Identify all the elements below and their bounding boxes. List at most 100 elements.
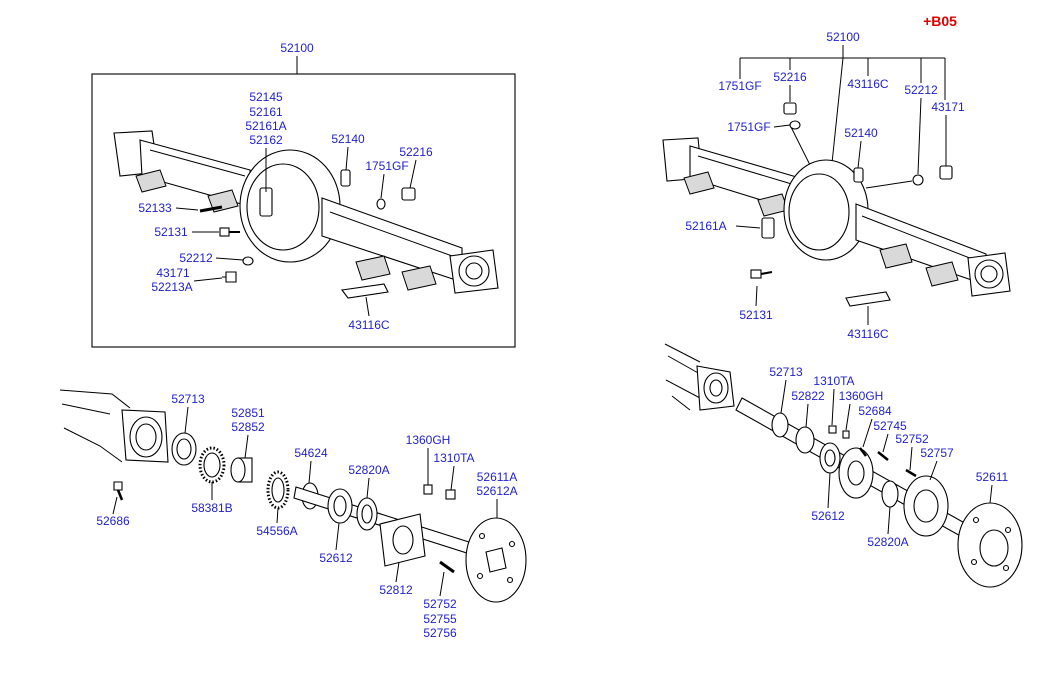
housing-part-label: 52212 [179, 251, 213, 265]
leader-line [917, 97, 922, 175]
leader-line [395, 561, 400, 583]
leader-line [755, 285, 758, 307]
leader-line [450, 465, 455, 491]
breather-valve [853, 167, 864, 183]
housing-part-label: 52216 [773, 70, 807, 84]
drain-plug [222, 271, 237, 283]
leader-line [887, 506, 891, 535]
toothed-washer [271, 477, 285, 503]
spring-seat-left-outer [683, 171, 715, 195]
tube-contour [149, 149, 246, 177]
leader-line [112, 496, 118, 515]
flange-stud-hole [476, 572, 484, 580]
flange-bore [974, 259, 1004, 289]
leader-line [366, 477, 370, 499]
bearing-case-bore [392, 525, 414, 555]
housing-end-bore [703, 372, 729, 404]
bolt-shank [116, 489, 124, 501]
housing-part-label: 43116C [348, 318, 389, 332]
housing-part-label: 52162 [249, 133, 283, 147]
drain-plug-gasket [912, 174, 924, 186]
left-shaft-group: 52713 52851 52852 54624 1360GH 52820A 13… [59, 389, 527, 640]
spring-seat-left-outer [135, 169, 167, 193]
leader-line [831, 57, 844, 164]
housing-part-label: 52131 [739, 308, 773, 322]
lock-nut [828, 425, 837, 434]
housing-part-label: 52161A [245, 119, 286, 133]
backing-plate-bore [913, 489, 939, 523]
housing-part-label: 52213A [151, 280, 192, 294]
leader-line [845, 403, 851, 431]
leader-line [929, 460, 938, 481]
flange-stud-hole [508, 540, 516, 548]
filler-plug-gasket [376, 198, 386, 210]
bolt-head [219, 227, 230, 237]
hub-bolt [439, 560, 455, 574]
spring-seat-right-outer [401, 265, 437, 291]
shaft-part-label: 52745 [873, 419, 907, 433]
bearing-spacer [795, 426, 815, 454]
left-housing-group: 52100 52145 52161 52161A 52162 52140 522… [91, 41, 516, 348]
shaft-part-label: 1360GH [839, 389, 884, 403]
shaft-part-label: 54624 [294, 446, 328, 460]
shaft-part-label: 1310TA [813, 374, 854, 388]
filler-plug [783, 102, 797, 115]
leader-line [193, 277, 223, 282]
bolt [877, 451, 889, 461]
leader-line [175, 207, 199, 211]
bearing-collar-inner [361, 504, 373, 524]
housing-end-bore-inner [135, 423, 157, 451]
housing-part-label: 1751GF [718, 79, 761, 93]
bearing-collar [881, 480, 899, 508]
carrier-bracket [761, 217, 775, 239]
leader-line [365, 296, 370, 317]
shaft-part-label: 52752 [895, 432, 929, 446]
bearing-case-plate [379, 513, 426, 567]
shaft-part-label: 52612 [811, 509, 845, 523]
shaft-part-label: 52611 [976, 470, 1009, 484]
housing-part-label: 52216 [399, 145, 433, 159]
housing-part-label: 52161A [685, 219, 726, 233]
shaft-part-label: 52756 [423, 626, 457, 640]
shaft-part-label: 52612A [476, 484, 517, 498]
housing-end-bore-inner [709, 379, 723, 397]
leader-line [773, 124, 791, 128]
tube-contour [329, 211, 456, 258]
lock-washer [203, 452, 221, 478]
flange-hub-square [485, 547, 507, 573]
leader-line [184, 406, 189, 434]
housing-end-outline [664, 343, 701, 411]
sealant-tube [845, 291, 891, 307]
leader-line [882, 433, 889, 453]
drain-plug [939, 165, 953, 180]
carrier-bracket [259, 187, 273, 217]
shaft-part-label: 52812 [379, 583, 413, 597]
shaft-part-label: 52684 [858, 404, 892, 418]
leader-line [789, 124, 811, 166]
flange-stud-hole [478, 532, 486, 540]
bolt-head [113, 481, 123, 491]
wheel-bearing-inner [824, 449, 836, 467]
leader-line [862, 418, 873, 448]
shaft-part-label: 52713 [171, 392, 205, 406]
filler-plug-gasket [789, 120, 801, 130]
housing-part-label: 43116C [847, 327, 888, 341]
bearing-retainer [230, 457, 246, 483]
hub-bolt [905, 468, 917, 478]
housing-part-label: 52131 [154, 225, 188, 239]
right-housing-group: +B05 [662, 13, 1011, 341]
axle-shaft-flange [465, 517, 527, 603]
flange-bore-inner [980, 265, 998, 283]
shaft-part-label: 58381B [191, 501, 232, 515]
spring-seat-right-inner [355, 255, 391, 281]
shaft-part-label: 1360GH [406, 433, 451, 447]
breather-valve [340, 169, 351, 187]
leader-line [439, 571, 445, 597]
housing-part-label: 1751GF [365, 159, 408, 173]
shaft-part-label: 52820A [867, 535, 908, 549]
housing-part-label: 43116C [847, 77, 888, 91]
assembly-frame [91, 73, 516, 348]
leader-line [409, 159, 417, 189]
